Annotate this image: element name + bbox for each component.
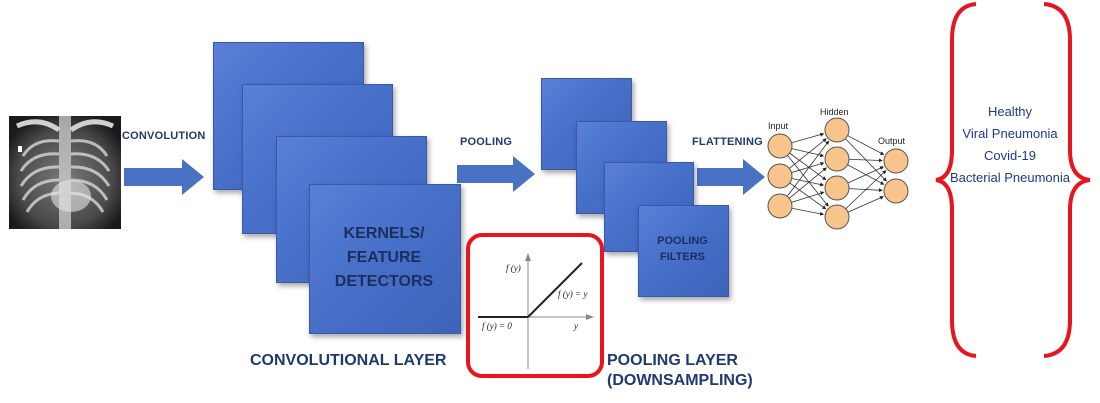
nn-hidden-node [824, 146, 850, 172]
pooling-layer-title: POOLING LAYER (DOWNSAMPLING) [607, 351, 753, 391]
stage-label-flattening: FLATTENING [692, 136, 763, 148]
nn-connection [791, 191, 825, 203]
nn-input-label: Input [768, 121, 789, 131]
kernels-line-3: DETECTORS [334, 273, 434, 290]
nn-output-node [883, 148, 909, 174]
nn-connection [789, 152, 827, 181]
relu-zero-label: f (y) = 0 [482, 321, 512, 331]
stage-label-pooling: POOLING [460, 136, 513, 148]
nn-connection [845, 170, 887, 210]
class-viral-pneumonia: Viral Pneumonia [962, 126, 1058, 141]
pooling-filters-label: POOLING FILTERS [638, 233, 727, 265]
kernels-label: KERNELS/ FEATURE DETECTORS [309, 222, 459, 294]
nn-connection [791, 132, 825, 144]
nn-input-node [767, 133, 793, 159]
right-curly-brace [1043, 2, 1091, 358]
convolutional-layer-title: CONVOLUTIONAL LAYER [250, 352, 447, 369]
nn-output-node [883, 178, 909, 204]
nn-output-label: Output [878, 136, 906, 146]
relu-graph-frame [466, 233, 604, 378]
nn-connection [847, 166, 884, 184]
relu-x-axis-label: y [573, 321, 578, 331]
pooled-map-4 [638, 205, 729, 297]
nn-hidden-node [824, 204, 850, 230]
nn-connection [791, 161, 825, 173]
nn-connection [789, 167, 827, 199]
nn-connection [786, 140, 830, 197]
nn-connection [789, 182, 827, 210]
pooling-layer-title-line-2: (DOWNSAMPLING) [607, 372, 753, 389]
nn-hidden-label: Hidden [820, 107, 849, 117]
nn-connection [789, 138, 827, 169]
nn-connection [791, 207, 825, 216]
pooling-filters-line-2: FILTERS [659, 251, 705, 263]
nn-connection [787, 155, 829, 207]
kernels-line-2: FEATURE [346, 249, 422, 266]
stage-label-convolution: CONVOLUTION [122, 130, 206, 142]
arrow-flattening [697, 159, 765, 195]
pooling-layer-title-line-1: POOLING LAYER [607, 352, 738, 369]
nn-connection [847, 196, 884, 213]
class-covid-19: Covid-19 [983, 148, 1037, 163]
nn-input-node [767, 193, 793, 219]
nn-hidden-node [824, 175, 850, 201]
nn-connection [791, 178, 825, 187]
nn-connection [847, 135, 885, 155]
nn-hidden-node [824, 117, 850, 143]
relu-graph: f (y) f (y) = y f (y) = 0 y [478, 253, 594, 369]
left-curly-brace [935, 2, 977, 358]
class-bacterial-pneumonia: Bacterial Pneumonia [950, 170, 1070, 185]
neural-network [767, 117, 909, 230]
class-healthy: Healthy [987, 104, 1033, 119]
feature-map-4 [309, 184, 461, 334]
pooling-filters-line-1: POOLING [657, 235, 708, 247]
relu-positive-label: f (y) = y [558, 289, 587, 299]
nn-input-node [767, 163, 793, 189]
arrow-convolution [124, 159, 204, 195]
arrow-pooling [457, 156, 535, 192]
nn-connection [848, 158, 883, 163]
kernels-line-1: KERNELS/ [343, 225, 425, 242]
chest-xray-image [9, 116, 121, 229]
relu-y-axis-label: f (y) [506, 263, 521, 273]
